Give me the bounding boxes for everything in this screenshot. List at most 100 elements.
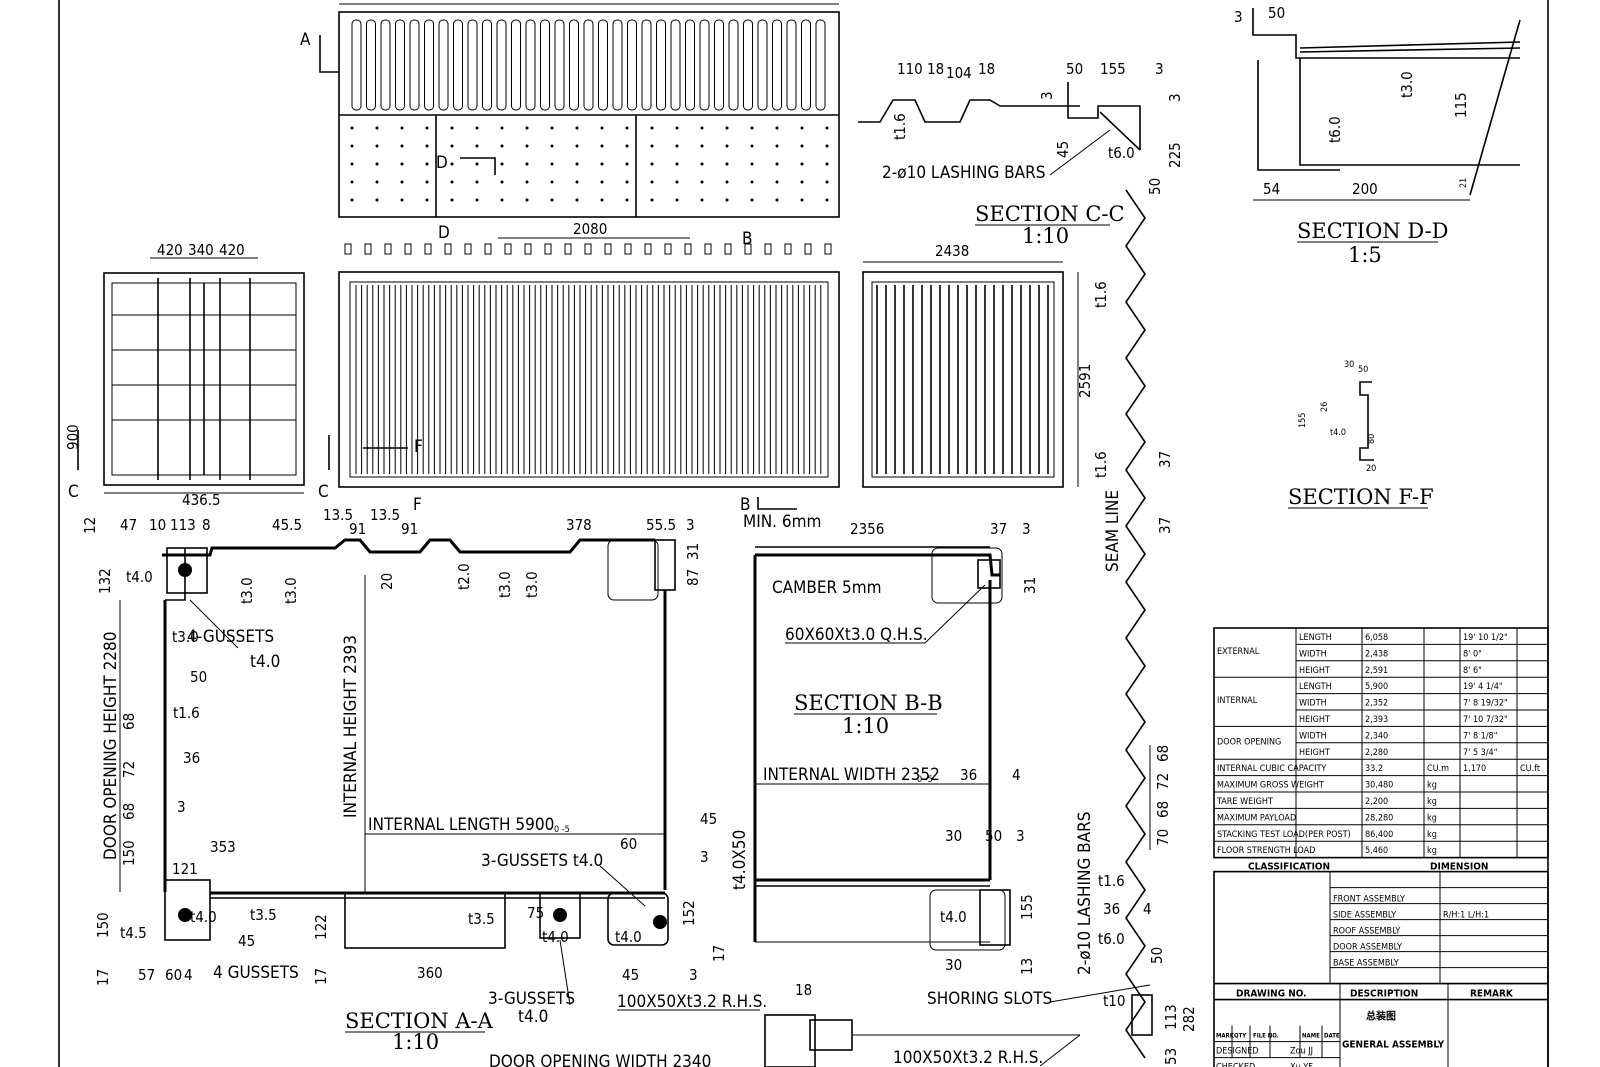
dim-aa-bottom-5: 122 [312, 914, 330, 940]
dim-aa-left-7: 3 [177, 798, 186, 816]
dim-seam-37b: 37 [1156, 517, 1174, 534]
dim-bb-5: 4 [1012, 766, 1021, 784]
dim-aa-top-7: 13.5 [370, 506, 400, 524]
dim-side-2080: 2080 [573, 220, 607, 238]
table-item-4: WIDTH [1299, 699, 1327, 709]
title-section-bb: SECTION B-B [794, 691, 943, 715]
dim-aa-bottom-9: t4.0 [542, 928, 569, 946]
dim-aa-top-10: 378 [566, 516, 592, 534]
mark-f-below: F [413, 495, 422, 515]
dim-aa-bottom-6: 17 [312, 968, 330, 985]
scale-section-dd: 1:5 [1348, 243, 1382, 267]
table-tail-unit-5: kg [1427, 846, 1437, 856]
dim-aa-top-8: 91 [349, 520, 366, 538]
top-view: A D [300, 3, 840, 218]
table-ft-5: 7' 10 7/32" [1463, 715, 1508, 725]
dim-bb-21: 53 [1162, 1048, 1180, 1065]
table-mm-2: 2,591 [1365, 666, 1388, 676]
table-tail-val-5: 5,460 [1365, 846, 1388, 856]
label-rhs-b: 100X50Xt3.2 R.H.S. [893, 1048, 1043, 1067]
dim-aa-top-12: 3 [686, 516, 695, 534]
dim-seam-70: 70 [1154, 829, 1172, 846]
table-mm-3: 5,900 [1365, 682, 1388, 692]
table-item-7: HEIGHT [1299, 748, 1330, 758]
table-title-cn: 总装图 [1366, 1010, 1396, 1023]
dim-aa-left-14: 4 [184, 966, 193, 984]
table-tail-extra-unit-0: CU.ft [1520, 764, 1540, 774]
dim-aa-top-1: 47 [120, 516, 137, 534]
table-ft-2: 8' 6" [1463, 666, 1482, 676]
dim-aa-left-0: t3.0 [172, 628, 199, 646]
dim-ff-30: 30 [1344, 360, 1354, 370]
dim-aa-left-3: t1.6 [173, 704, 200, 722]
scale-section-aa: 1:10 [392, 1030, 439, 1054]
dim-aa-bottom-10: t4.0 [615, 928, 642, 946]
table-title-header-4: DATE [1324, 1033, 1340, 1040]
dim-aa-left-2: 68 [120, 713, 138, 730]
label-rhs-a: 100X50Xt3.2 R.H.S. [617, 992, 767, 1012]
dim-ff-80: 80 [1367, 434, 1377, 444]
table-tail-label-3: MAXIMUM PAYLOAD [1217, 813, 1296, 823]
table-tail-extra-0: 1,170 [1463, 764, 1486, 774]
dim-aa-bottom-16: 60 [620, 835, 637, 853]
table-ft-7: 7' 5 3/4" [1463, 748, 1497, 758]
dim-cc-155: 155 [1100, 60, 1126, 78]
table-assembly-2: ROOF ASSEMBLY [1333, 927, 1400, 937]
dim-bb-20: t10 [1103, 992, 1125, 1010]
dim-dd-t60: t6.0 [1326, 116, 1344, 143]
table-tail-val-2: 2,200 [1365, 797, 1388, 807]
dim-end-2591: 2591 [1076, 364, 1094, 398]
dim-aa-top-14: t4.0 [126, 568, 153, 586]
section-ff: 30 50 26 155 t4.0 80 20 SECTION F-F [1288, 360, 1434, 509]
table-group-6: DOOR OPENING [1217, 737, 1281, 747]
dim-aa-top-16: t3.0 [282, 577, 300, 604]
label-lashing-bars-side: 2-ø10 LASHING BARS [1075, 812, 1095, 975]
table-title-header-1: QTY [1234, 1033, 1246, 1040]
dim-aa-top-15: t3.0 [238, 577, 256, 604]
dim-aa-top-9: 91 [401, 520, 418, 538]
dim-ff-t40: t4.0 [1330, 428, 1346, 438]
dim-cc-18b: 18 [978, 60, 995, 78]
dim-dd-200: 200 [1352, 180, 1378, 198]
scale-section-bb: 1:10 [842, 714, 889, 738]
dim-aa-bottom-18: 3 [700, 848, 709, 866]
table-tail-unit-1: kg [1427, 781, 1437, 791]
dim-aa-bottom-17: 45 [700, 810, 717, 828]
table-mm-1: 2,438 [1365, 649, 1388, 659]
dim-bb-3: 31 [1021, 577, 1039, 594]
label-lashing-bars-cc: 2-ø10 LASHING BARS [882, 163, 1045, 183]
dim-bb-0: 2356 [850, 520, 884, 538]
dim-bb-19: 282 [1180, 1006, 1198, 1032]
dim-aa-left-5: 36 [183, 749, 200, 767]
label-door-height: DOOR OPENING HEIGHT 2280 [101, 632, 121, 861]
table-dimension: DIMENSION [1430, 862, 1488, 873]
dim-aa-bottom-2: t4.0 [190, 908, 217, 926]
table-ft-6: 7' 8 1/8" [1463, 731, 1497, 741]
mark-d-top: D [436, 153, 448, 173]
table-tail-label-1: MAXIMUM GROSS WEIGHT [1217, 781, 1324, 791]
dim-aa-bottom-1: 121 [172, 860, 198, 878]
dim-bb-7: 50 [985, 827, 1002, 845]
dim-cc-45: 45 [1054, 141, 1072, 158]
label-4-gussets-t: t4.0 [250, 652, 280, 672]
dim-aa-left-4: 72 [120, 761, 138, 778]
table-item-3: LENGTH [1299, 682, 1332, 692]
dim-cc-3c: 3 [1166, 93, 1184, 102]
table-group-3: INTERNAL [1217, 696, 1258, 706]
dim-bb-22: 18 [795, 981, 812, 999]
table-mm-7: 2,280 [1365, 748, 1388, 758]
dim-aa-left-12: 57 [138, 966, 155, 984]
dim-aa-top-4: 8 [202, 516, 211, 534]
dim-seam-68a: 68 [1154, 745, 1172, 762]
table-tail-unit-3: kg [1427, 813, 1437, 823]
dim-seam-37a: 37 [1156, 451, 1174, 468]
table-mm-0: 6,058 [1365, 633, 1388, 643]
dim-aa-top-3: 113 [170, 516, 196, 534]
table-item-5: HEIGHT [1299, 715, 1330, 725]
scale-section-cc: 1:10 [1022, 224, 1069, 248]
label-door-width: DOOR OPENING WIDTH 2340 [489, 1052, 711, 1067]
dim-aa-left-6: 68 [120, 803, 138, 820]
dim-cc-50b: 50 [1146, 178, 1164, 195]
dim-aa-left-8: 150 [120, 840, 138, 866]
